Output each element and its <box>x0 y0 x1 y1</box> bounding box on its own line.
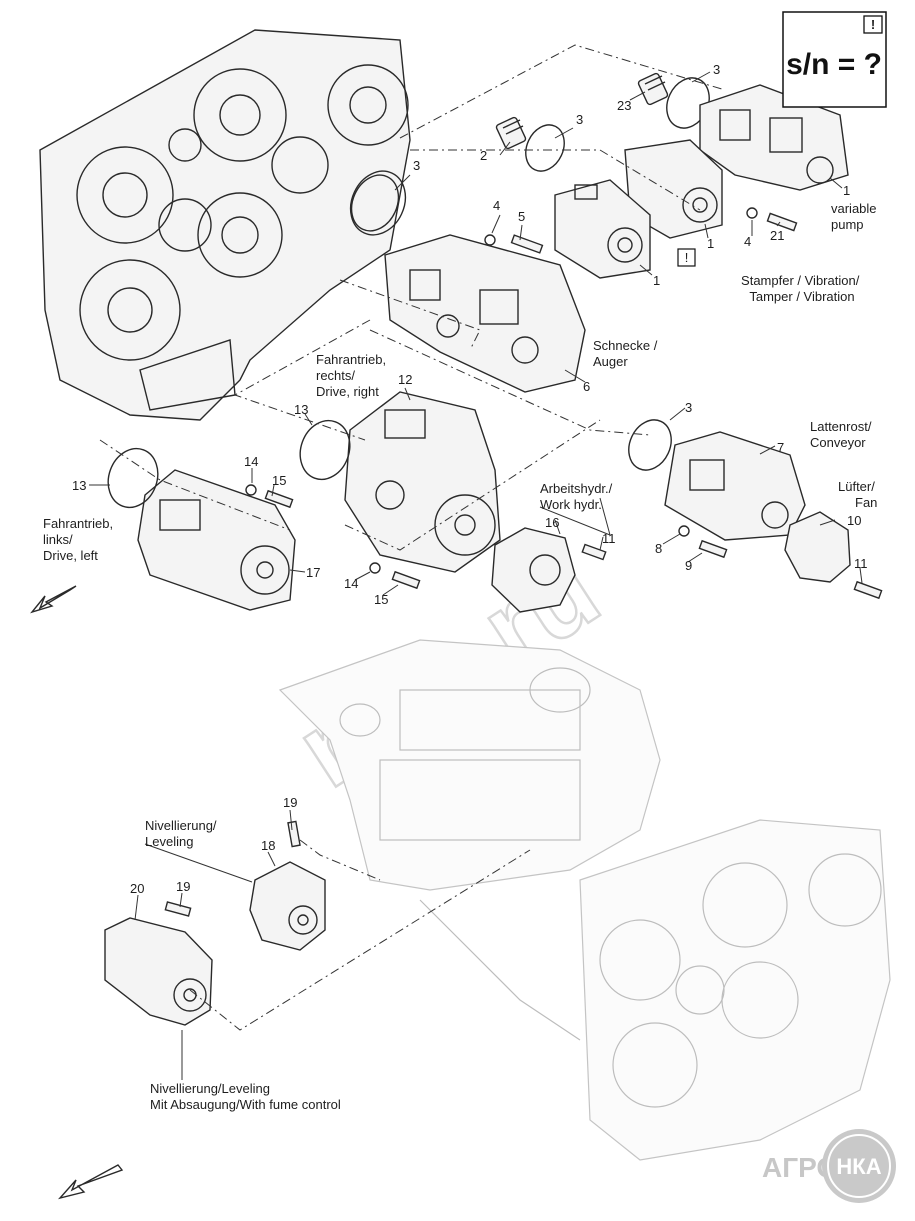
svg-text:НКА: НКА <box>836 1154 881 1179</box>
callout-5: 5 <box>518 209 525 224</box>
leveling-pump-fume <box>104 901 213 1026</box>
callout-7: 7 <box>777 440 784 455</box>
captions: variable pump Stampfer / Vibration/ Tamp… <box>43 201 880 1112</box>
caption-drive-right: Fahrantrieb, rechts/ Drive, right <box>316 352 390 399</box>
callout-13: 13 <box>72 478 86 493</box>
callout-14: 14 <box>344 576 358 591</box>
caption-leveling: Nivellierung/ Leveling <box>145 818 220 849</box>
conveyor-pump <box>664 431 806 541</box>
direction-arrow-icon <box>30 585 77 614</box>
caption-tamper: Stampfer / Vibration/ Tamper / Vibration <box>741 273 863 304</box>
o-ring-13-left <box>107 447 159 509</box>
svg-text:!: ! <box>685 250 689 265</box>
callout-2: 2 <box>480 148 487 163</box>
caption-conveyor: Lattenrost/ Conveyor <box>810 419 875 450</box>
serial-number-box: ! s/n = ? <box>782 11 887 108</box>
coupler-2 <box>495 116 527 150</box>
agronka-logo: АГРО НКА <box>762 1129 896 1203</box>
o-ring-13-right <box>299 419 351 481</box>
callout-3: 3 <box>685 400 692 415</box>
tamper-pump-lower <box>554 179 651 279</box>
callout-11: 11 <box>854 556 868 571</box>
serial-number-text: s/n = ? <box>786 48 882 81</box>
callout-1: 1 <box>843 183 850 198</box>
callout-23: 23 <box>617 98 631 113</box>
callout-21: 21 <box>770 228 784 243</box>
callout-8: 8 <box>655 541 662 556</box>
leader-lines <box>89 71 863 1080</box>
callout-19: 19 <box>176 879 190 894</box>
callout-19: 19 <box>283 795 297 810</box>
callout-3: 3 <box>713 62 720 77</box>
callout-16: 16 <box>545 515 559 530</box>
warning-mark-box: ! <box>677 248 696 267</box>
callout-3: 3 <box>576 112 583 127</box>
callout-15: 15 <box>374 592 388 607</box>
callout-12: 12 <box>398 372 412 387</box>
callout-1: 1 <box>653 273 660 288</box>
assembly-centerlines <box>99 44 726 1031</box>
direction-arrow-icon <box>57 1164 124 1200</box>
caption-work-hydraulics: Arbeitshydr./ Work hydr. <box>540 481 616 512</box>
engine-block <box>278 639 661 1041</box>
caption-auger: Schnecke / Auger <box>593 338 661 369</box>
drive-right-pump <box>344 391 501 573</box>
fan-pump <box>784 511 851 583</box>
washer-bolt-set-top <box>484 207 798 254</box>
auger-pump <box>384 234 586 393</box>
callout-4: 4 <box>744 234 751 249</box>
callout-10: 10 <box>847 513 861 528</box>
gearbox-housing-top <box>39 29 411 421</box>
caption-leveling-fume: Nivellierung/Leveling Mit Absaugung/With… <box>150 1081 341 1112</box>
callout-3: 3 <box>413 158 420 173</box>
callout-17: 17 <box>306 565 320 580</box>
callout-numbers: 3 3 3 3 2 23 1 1 1 4 4 5 21 6 12 13 13 7… <box>72 62 868 896</box>
callout-13: 13 <box>294 402 308 417</box>
work-hydraulic-pump <box>491 527 607 613</box>
gearbox-housing-rear <box>579 819 891 1161</box>
callout-6: 6 <box>583 379 590 394</box>
drive-left-pump <box>137 469 296 611</box>
leveling-pump <box>249 820 326 951</box>
caption-fan: Lüfter/ Fan <box>838 479 878 510</box>
callout-20: 20 <box>130 881 144 896</box>
caption-drive-left: Fahrantrieb, links/ Drive, left <box>43 516 117 563</box>
o-ring-3-set <box>349 77 710 471</box>
callout-1: 1 <box>707 236 714 251</box>
callout-11: 11 <box>602 531 616 546</box>
callout-14: 14 <box>244 454 258 469</box>
callout-15: 15 <box>272 473 286 488</box>
caption-variable-pump: variable pump <box>831 201 880 232</box>
callout-18: 18 <box>261 838 275 853</box>
callout-4: 4 <box>493 198 500 213</box>
variable-pump <box>699 84 849 191</box>
serial-warning-mark: ! <box>871 17 875 32</box>
coupler-23 <box>637 72 669 106</box>
callout-9: 9 <box>685 558 692 573</box>
